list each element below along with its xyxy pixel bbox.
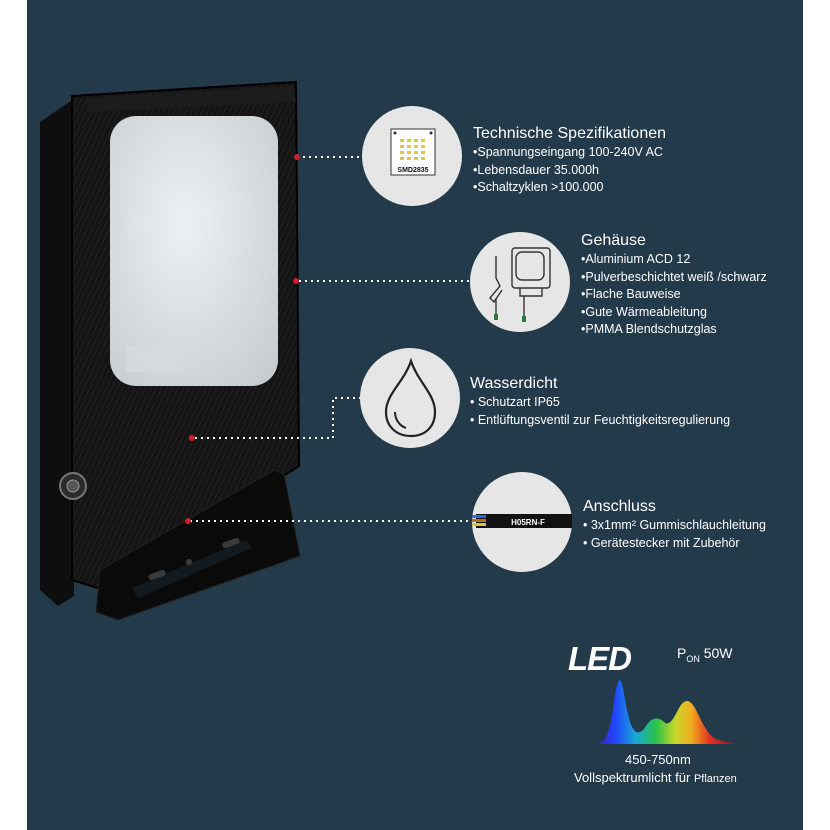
- wavelength-range: 450-750nm: [625, 752, 691, 767]
- feature-title: Wasserdicht: [470, 375, 558, 392]
- chip-label: SMD2835: [397, 167, 428, 174]
- power-symbol: P: [677, 645, 687, 661]
- power-rating: PON 50W: [677, 645, 733, 664]
- feature-item: •Aluminium ACD 12: [581, 252, 691, 266]
- led-chip-icon: SMD2835: [362, 106, 462, 206]
- lens-glass: [110, 116, 278, 386]
- feature-title: Technische Spezifikationen: [473, 125, 667, 142]
- cable-icon: H05RN-F: [472, 472, 572, 572]
- feature-item: •Schaltzyklen >100.000: [473, 180, 604, 194]
- pointer-dot-connection: [185, 518, 191, 524]
- feature-item: • Gerätestecker mit Zubehör: [583, 535, 740, 550]
- feature-item: • Entlüftungsventil zur Feuchtigkeitsreg…: [470, 412, 731, 427]
- feature-item: •Lebensdauer 35.000h: [473, 162, 600, 177]
- feature-item: • Schutzart IP65: [470, 395, 560, 409]
- feature-item: •PMMA Blendschutzglas: [581, 322, 717, 336]
- feature-housing: Gehäuse •Aluminium ACD 12 •Pulverbeschic…: [581, 231, 767, 339]
- floodlight-housing-icon: [470, 232, 570, 332]
- feature-specs: Technische Spezifikationen •Spannungsein…: [473, 124, 666, 197]
- pointer-dot-specs: [294, 154, 300, 160]
- feature-item: •Spannungseingang 100-240V AC: [473, 145, 663, 159]
- spectrum-caption-small: Pflanzen: [693, 773, 737, 785]
- feature-title: Gehäuse: [581, 232, 646, 249]
- water-drop-icon: [360, 348, 460, 448]
- power-value: 50W: [703, 645, 733, 661]
- led-label: LED: [568, 640, 632, 677]
- feature-title: Anschluss: [583, 498, 656, 515]
- pointer-dot-housing: [293, 278, 299, 284]
- feature-item: •Flache Bauweise: [581, 287, 681, 301]
- power-subscript: ON: [686, 653, 700, 664]
- feature-item: •Gute Wärmeableitung: [581, 304, 707, 319]
- feature-item: •Pulverbeschichtet weiß /schwarz: [581, 269, 767, 284]
- cable-label: H05RN-F: [511, 518, 545, 527]
- spectrum-caption: Vollspektrumlicht für Pflanzen: [574, 770, 737, 785]
- spectrum-caption-main: Vollspektrumlicht für: [574, 770, 694, 785]
- pointer-dot-waterproof: [189, 435, 195, 441]
- feature-connection: Anschluss • 3x1mm² Gummischlauchleitung …: [583, 497, 766, 552]
- feature-item: • 3x1mm² Gummischlauchleitung: [583, 518, 766, 532]
- feature-waterproof: Wasserdicht • Schutzart IP65 • Entlüftun…: [470, 374, 730, 429]
- light-spectrum-graphic: [596, 680, 754, 744]
